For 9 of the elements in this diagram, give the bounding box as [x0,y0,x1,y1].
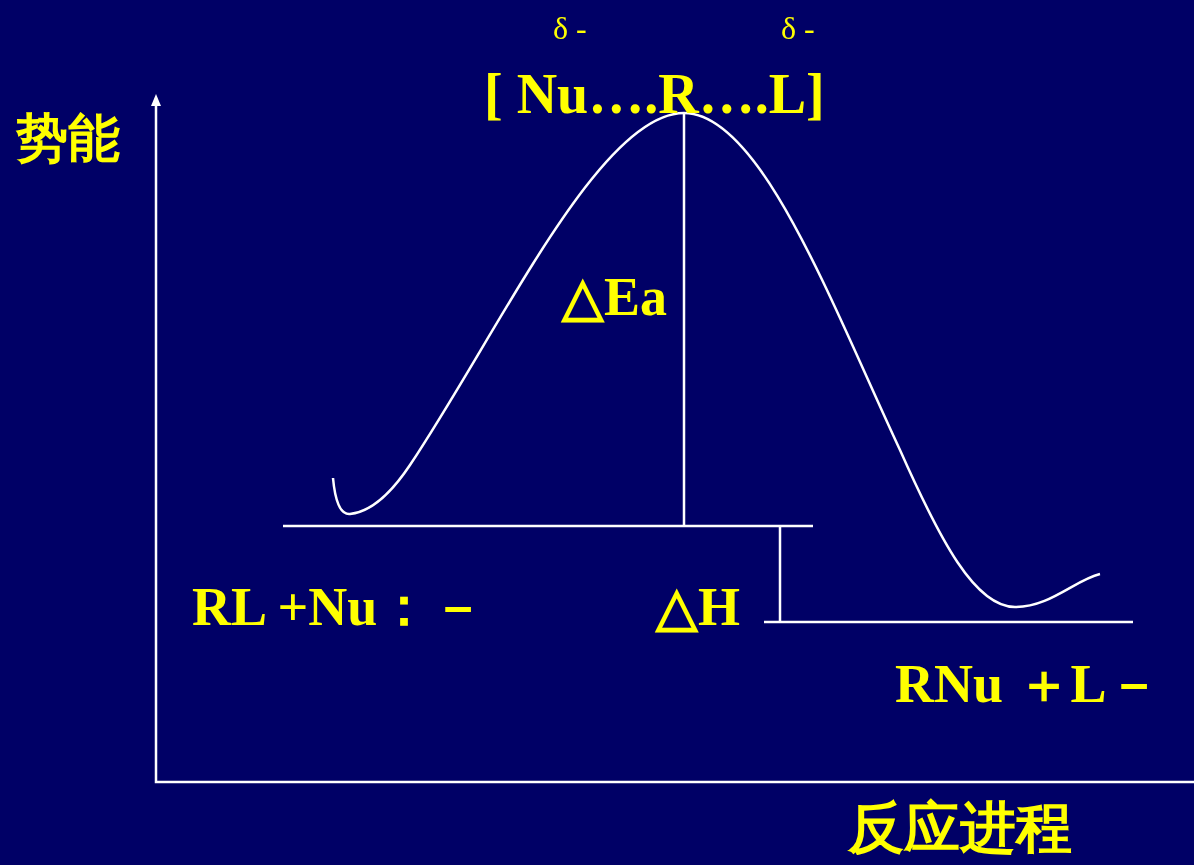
axis-label: 反应进程 [848,800,1072,856]
products-label: RNu ＋L－ [895,657,1161,711]
axis-label: 势能 [16,112,120,164]
partial-charge-label: δ - [781,12,815,44]
activation-energy-label: △Ea [562,270,668,324]
enthalpy-label: △H [656,580,740,634]
transition-state-label: [ Nu….R….L] [484,66,825,122]
reactants-label: RL +Nu：－ [192,580,486,634]
partial-charge-label: δ - [553,12,587,44]
